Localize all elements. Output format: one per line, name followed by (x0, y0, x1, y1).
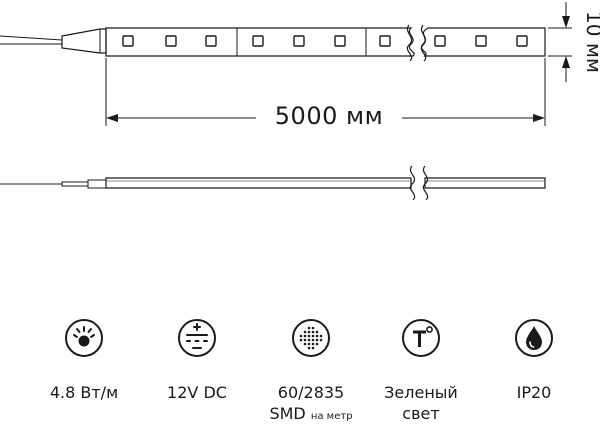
color-temperature-icon (402, 319, 440, 357)
led-dot (315, 342, 319, 346)
spec-power: 4.8 Вт/м (29, 318, 139, 403)
led-dot (307, 326, 311, 330)
spec-voltage-value: 12V DC (167, 383, 227, 402)
led-dot (319, 334, 323, 338)
led-dot (311, 346, 315, 350)
led-chip (334, 35, 346, 47)
spec-leds-value: 60/2835 (277, 383, 345, 402)
end-cap (61, 28, 107, 54)
spec-label: IP20 (517, 382, 552, 403)
led-dot (299, 334, 303, 338)
led-chip (434, 35, 446, 47)
led-chip (122, 35, 134, 47)
spec-label: 60/2835 SMD на метр (269, 382, 352, 427)
spec-voltage: 12V DC (142, 318, 252, 403)
spec-color: Зеленый свет (366, 318, 476, 424)
end-cap (87, 179, 107, 189)
spec-protection: IP20 (479, 318, 589, 403)
led-dot (315, 338, 319, 342)
led-dot (311, 334, 315, 338)
strip-body-left (105, 27, 415, 57)
led-chip (516, 35, 528, 47)
spec-leds-unit: на метр (310, 411, 353, 422)
led-dot (315, 330, 319, 334)
dc-power-icon (178, 319, 216, 357)
spec-color-value-2: свет (402, 404, 440, 423)
led-chip (252, 35, 264, 47)
led-chip (165, 35, 177, 47)
led-dot (303, 342, 307, 346)
led-dot (311, 326, 315, 330)
led-dot (307, 334, 311, 338)
led-dot (303, 330, 307, 334)
strip-technical-drawing: 5000 мм 10 мм (0, 2, 600, 201)
led-dot (311, 338, 315, 342)
strip-profile-right (424, 177, 546, 189)
spec-power-value: 4.8 Вт/м (49, 383, 119, 402)
led-dot (311, 330, 315, 334)
spec-color-value: Зеленый (384, 383, 458, 402)
spec-leds: 60/2835 SMD на метр (256, 318, 366, 427)
led-chip (293, 35, 305, 47)
led-dot (307, 342, 311, 346)
strip-top-view (0, 24, 546, 62)
led-dot (315, 334, 319, 338)
spec-label: 4.8 Вт/м (50, 382, 118, 403)
led-chip (205, 35, 217, 47)
led-dot (299, 338, 303, 342)
led-dot (307, 338, 311, 342)
length-dimension (105, 58, 546, 126)
spec-label: 12V DC (167, 382, 227, 403)
width-dimension (548, 2, 572, 82)
length-label: 5000 мм (275, 102, 383, 130)
spec-leds-type: SMD (269, 404, 306, 423)
led-dot (303, 338, 307, 342)
spec-label: Зеленый свет (384, 382, 458, 424)
width-label: 10 мм (582, 11, 600, 73)
brightness-icon (65, 319, 103, 357)
led-dot (307, 330, 311, 334)
led-dot (307, 346, 311, 350)
led-dot (311, 342, 315, 346)
led-row (122, 35, 528, 47)
strip-profile-left (105, 177, 412, 189)
spec-protection-value: IP20 (516, 383, 552, 402)
wire-lead (0, 35, 63, 41)
strip-side-view (0, 165, 546, 201)
led-dot (303, 334, 307, 338)
water-drop-icon (515, 319, 553, 357)
led-chip (379, 35, 391, 47)
led-chip (475, 35, 487, 47)
led-matrix-icon (292, 319, 330, 357)
led-dot (319, 338, 323, 342)
